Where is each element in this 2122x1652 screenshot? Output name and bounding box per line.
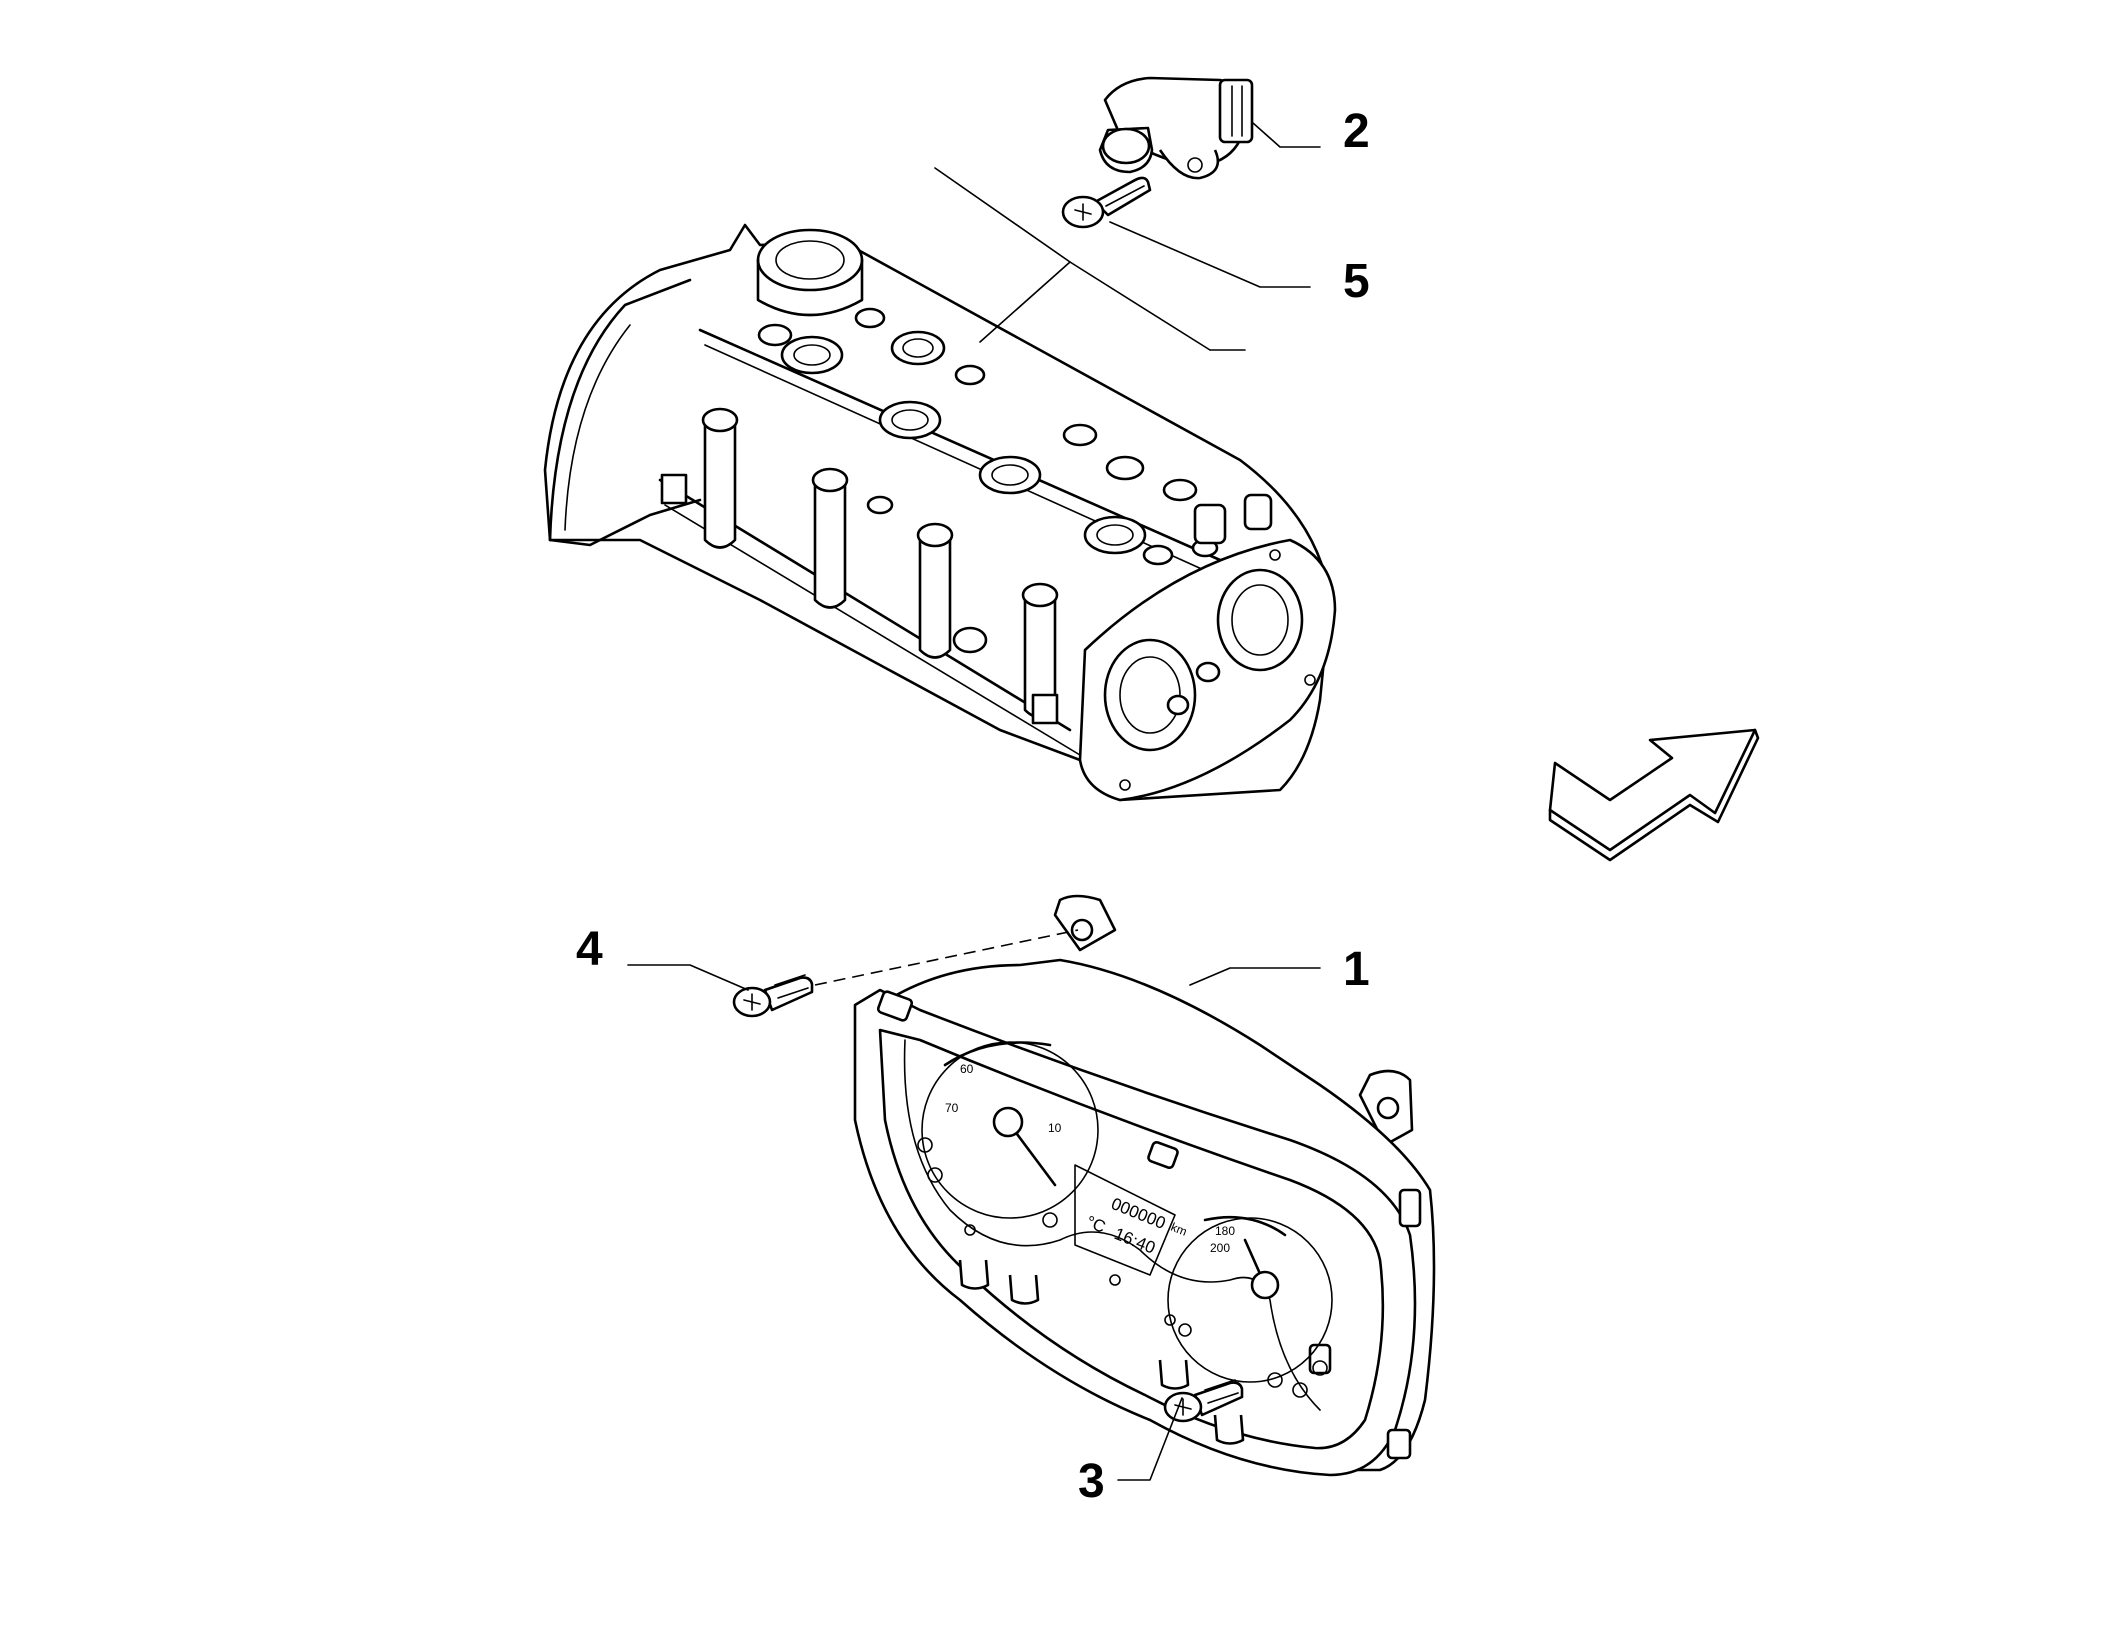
callout-label-2: 2 — [1343, 105, 1370, 158]
screw-4-dashed-path — [814, 929, 1079, 986]
part-3-screw — [1163, 1379, 1244, 1423]
part-2-speed-sensor — [1098, 76, 1254, 180]
part-1-instrument-cluster: 60 70 10 000000 km °C 16:40 180 200 — [853, 894, 1436, 1477]
tacho-mark-70: 70 — [945, 1101, 959, 1115]
odometer-unit: km — [1169, 1220, 1189, 1239]
tacho-mark-10: 10 — [1048, 1121, 1062, 1135]
side-bosses — [660, 407, 1059, 725]
callout-label-5: 5 — [1343, 255, 1370, 308]
callout-label-1: 1 — [1343, 943, 1370, 996]
speedo-mark-180: 180 — [1215, 1224, 1235, 1238]
part-5-screw — [1061, 176, 1152, 229]
tachometer-gauge: 60 70 10 — [917, 1041, 1099, 1228]
speedo-mark-200: 200 — [1210, 1241, 1230, 1255]
callout-label-4: 4 — [576, 923, 603, 976]
speedometer-gauge: 180 200 — [1167, 1215, 1333, 1398]
cylinder-head — [543, 223, 1337, 802]
mounting-leaders — [934, 167, 1246, 351]
callout-leaders — [627, 122, 1321, 1481]
direction-arrow — [1548, 728, 1757, 852]
port-holes — [757, 307, 1219, 566]
tacho-mark-60: 60 — [960, 1062, 974, 1076]
callout-label-3: 3 — [1078, 1455, 1105, 1508]
camshaft-end-plate — [1078, 493, 1337, 802]
part-4-screw — [732, 974, 814, 1018]
